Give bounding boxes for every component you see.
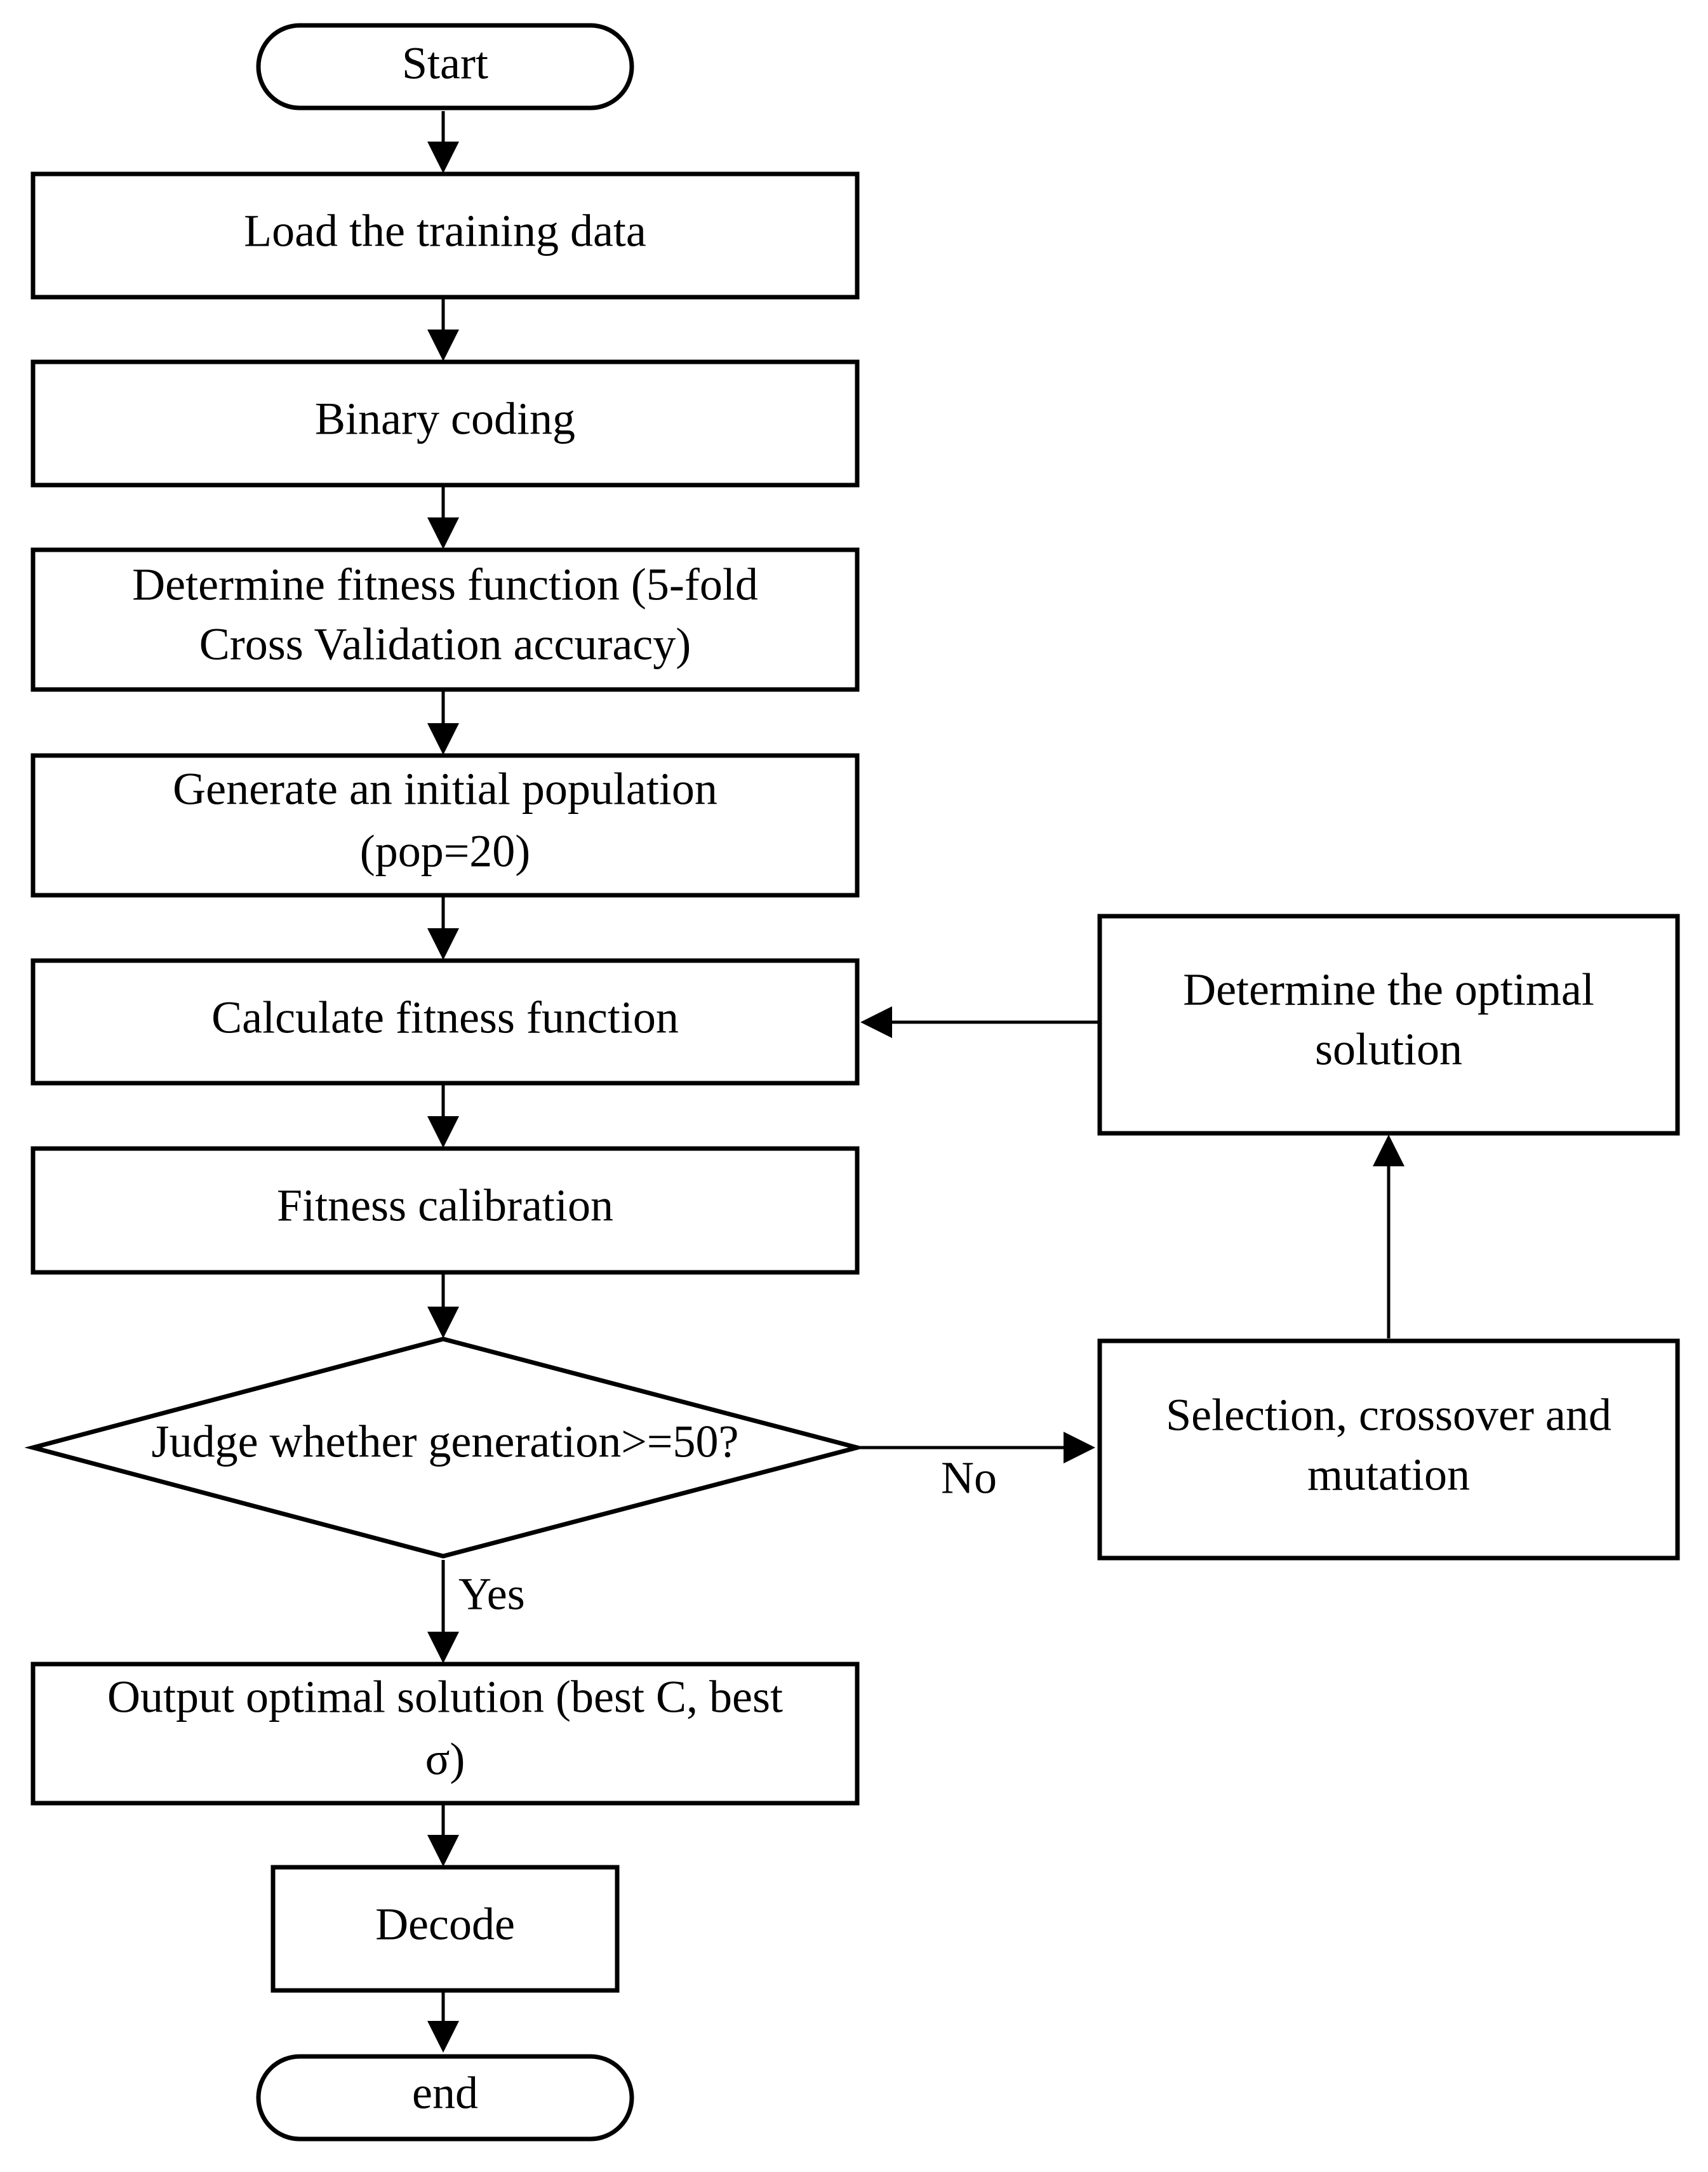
node-determine-fitness: Determine fitness function (5-fold Cross… xyxy=(30,547,860,692)
initial-population-box xyxy=(30,753,860,898)
fitness-calibration-box xyxy=(30,1146,860,1275)
calculate-fitness-label: Calculate fitness function xyxy=(211,992,679,1043)
start-label: Start xyxy=(402,38,488,89)
node-calculate-fitness: Calculate fitness function xyxy=(30,958,860,1086)
edge-label-no: No xyxy=(941,1453,997,1503)
judge-generation-diamond xyxy=(24,1336,866,1559)
decode-label: Decode xyxy=(375,1899,515,1950)
node-determine-optimal: Determine the optimal solution xyxy=(1097,914,1680,1136)
edges: No Yes xyxy=(427,111,1404,2053)
node-output-optimal: Output optimal solution (best C, best σ) xyxy=(30,1662,860,1806)
node-decode: Decode xyxy=(270,1865,620,1993)
node-start: Start xyxy=(256,23,634,110)
output-optimal-box xyxy=(30,1662,860,1806)
node-binary-coding: Binary coding xyxy=(30,359,860,488)
binary-coding-label: Binary coding xyxy=(315,394,575,444)
determine-optimal-label-line2: solution xyxy=(1315,1024,1462,1075)
binary-coding-box xyxy=(30,359,860,488)
initial-population-label-line2: (pop=20) xyxy=(360,826,531,877)
load-training-data-box xyxy=(30,171,860,300)
node-fitness-calibration: Fitness calibration xyxy=(30,1146,860,1275)
determine-fitness-label-line1: Determine fitness function (5-fold xyxy=(132,559,758,610)
determine-optimal-label-line1: Determine the optimal xyxy=(1183,964,1594,1015)
node-initial-population: Generate an initial population (pop=20) xyxy=(30,753,860,898)
node-judge-generation: Judge whether generation>=50? xyxy=(24,1336,866,1559)
selection-crossover-label-line2: mutation xyxy=(1307,1449,1470,1500)
node-load-training-data: Load the training data xyxy=(30,171,860,300)
calculate-fitness-box xyxy=(30,958,860,1086)
decode-box xyxy=(270,1865,620,1993)
node-selection-crossover: Selection, crossover and mutation xyxy=(1097,1338,1680,1561)
judge-generation-label: Judge whether generation>=50? xyxy=(152,1416,739,1467)
end-label: end xyxy=(412,2068,478,2119)
selection-crossover-box xyxy=(1097,1338,1680,1561)
start-terminator xyxy=(256,23,634,110)
determine-fitness-box xyxy=(30,547,860,692)
determine-fitness-label-line2: Cross Validation accuracy) xyxy=(199,619,691,670)
fitness-calibration-label: Fitness calibration xyxy=(277,1180,613,1231)
initial-population-label-line1: Generate an initial population xyxy=(173,764,717,815)
node-end: end xyxy=(256,2054,634,2142)
edge-label-yes: Yes xyxy=(458,1569,525,1620)
end-terminator xyxy=(256,2054,634,2142)
selection-crossover-label-line1: Selection, crossover and xyxy=(1166,1390,1611,1441)
load-training-data-label: Load the training data xyxy=(244,206,646,257)
output-optimal-label-line2: σ) xyxy=(425,1734,465,1785)
determine-optimal-box xyxy=(1097,914,1680,1136)
output-optimal-label-line1: Output optimal solution (best C, best xyxy=(107,1672,783,1722)
